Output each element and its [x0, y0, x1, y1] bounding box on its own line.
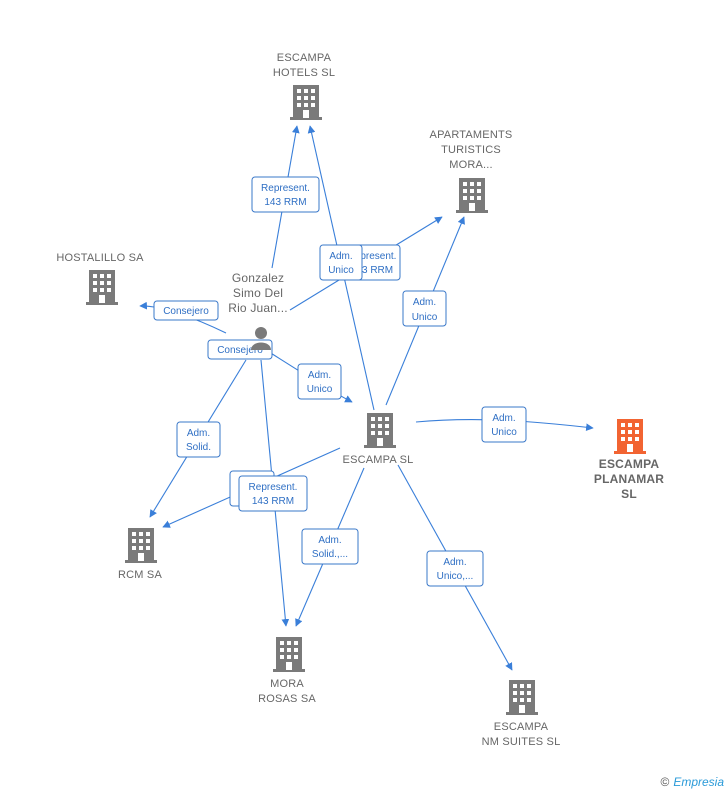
svg-text:Rio Juan...: Rio Juan...	[228, 301, 288, 315]
svg-text:SL: SL	[621, 487, 637, 501]
building-icon	[614, 419, 646, 454]
svg-text:Represent.: Represent.	[348, 251, 397, 262]
brand-logo[interactable]: Empresia	[673, 775, 724, 789]
svg-text:Adm.: Adm.	[492, 413, 515, 424]
person-icon	[251, 327, 271, 350]
node-escampa-sl[interactable]: ESCAMPA SL	[343, 413, 414, 466]
svg-text:Represent.: Represent.	[249, 482, 298, 493]
svg-text:Solid.: Solid.	[186, 442, 211, 453]
building-icon	[364, 413, 396, 448]
svg-text:Adm.: Adm.	[187, 428, 210, 439]
edge-label-adm-solid-mora[interactable]: Adm. Solid.,...	[301, 528, 359, 565]
edge-label-adm-unico-nm[interactable]: Adm. Unico,...	[426, 550, 484, 587]
svg-text:MORA...: MORA...	[449, 159, 493, 171]
edges	[139, 125, 594, 671]
svg-text:TURISTICS: TURISTICS	[441, 144, 501, 156]
node-rcm[interactable]: RCM SA	[118, 528, 162, 581]
edge-label-represent-hotels[interactable]: Represent. 143 RRM	[251, 176, 320, 213]
node-apartaments[interactable]: APARTAMENTS TURISTICS MORA...	[430, 129, 513, 213]
svg-text:143 RRM: 143 RRM	[252, 496, 294, 507]
copyright-footer: ©Empresia	[660, 775, 724, 789]
svg-text:RCM SA: RCM SA	[118, 569, 162, 581]
svg-text:Gonzalez: Gonzalez	[232, 271, 284, 285]
edge-label-consejero-hostalillo[interactable]: Consejero	[153, 300, 219, 321]
node-mora-rosas[interactable]: MORA ROSAS SA	[258, 637, 316, 705]
svg-text:143 RRM: 143 RRM	[351, 265, 393, 276]
svg-text:ESCAMPA: ESCAMPA	[277, 52, 332, 64]
svg-text:Unico: Unico	[412, 312, 438, 323]
svg-text:Adm.: Adm.	[443, 557, 466, 568]
svg-text:Solid.,...: Solid.,...	[312, 549, 348, 560]
svg-text:Represent.: Represent.	[261, 183, 310, 194]
svg-text:NM SUITES SL: NM SUITES SL	[482, 736, 561, 748]
edge-label-adm-unico-hotels[interactable]: Adm. Unico	[319, 244, 363, 281]
svg-text:ROSAS SA: ROSAS SA	[258, 693, 316, 705]
svg-text:Unico: Unico	[328, 265, 354, 276]
building-icon	[125, 528, 157, 563]
node-escampa-planamar[interactable]: ESCAMPA PLANAMAR SL	[594, 419, 664, 501]
svg-text:PLANAMAR: PLANAMAR	[594, 472, 664, 486]
svg-text:ESCAMPA: ESCAMPA	[494, 721, 549, 733]
svg-text:MORA: MORA	[270, 678, 304, 690]
svg-text:Adm.: Adm.	[308, 370, 331, 381]
svg-text:HOSTALILLO SA: HOSTALILLO SA	[56, 252, 144, 264]
svg-text:Adm.: Adm.	[318, 535, 341, 546]
svg-text:143 RRM: 143 RRM	[264, 197, 306, 208]
svg-text:Consejero: Consejero	[217, 345, 263, 356]
edge-label-adm-unico-apart[interactable]: Adm. Unico	[402, 290, 447, 327]
node-escampa-hotels[interactable]: ESCAMPA HOTELS SL	[273, 52, 335, 120]
svg-text:Unico: Unico	[491, 427, 517, 438]
building-icon	[86, 270, 118, 305]
building-icon	[273, 637, 305, 672]
svg-text:ESCAMPA: ESCAMPA	[599, 457, 660, 471]
svg-text:Adm.: Adm.	[329, 251, 352, 262]
edge-label-adm-unico-gonzalez[interactable]: Adm. Unico	[297, 363, 342, 400]
edge-labels: Represent. 143 RRM Represent. 143 RRM Ad…	[153, 176, 527, 587]
edge-label-adm-unico-planamar[interactable]: Adm. Unico	[481, 406, 527, 443]
svg-text:ESCAMPA SL: ESCAMPA SL	[343, 454, 414, 466]
svg-text:Unico,...: Unico,...	[437, 571, 474, 582]
edge-label-represent-rcm[interactable]: Represent. 143 RRM	[238, 475, 308, 512]
svg-text:Simo Del: Simo Del	[233, 286, 283, 300]
node-escampa-nm[interactable]: ESCAMPA NM SUITES SL	[482, 680, 561, 748]
building-icon	[290, 85, 322, 120]
node-gonzalez[interactable]: Gonzalez Simo Del Rio Juan...	[228, 271, 288, 350]
building-icon	[506, 680, 538, 715]
node-hostalillo[interactable]: HOSTALILLO SA	[56, 252, 144, 305]
edge-label-adm-solid-rcm[interactable]: Adm. Solid.	[176, 421, 221, 458]
building-icon	[456, 178, 488, 213]
svg-text:Adm.: Adm.	[413, 297, 436, 308]
svg-text:Consejero: Consejero	[163, 306, 209, 317]
svg-text:APARTAMENTS: APARTAMENTS	[430, 129, 513, 141]
svg-text:HOTELS SL: HOTELS SL	[273, 67, 335, 79]
copyright-symbol: ©	[660, 775, 670, 789]
svg-text:Unico: Unico	[307, 384, 333, 395]
